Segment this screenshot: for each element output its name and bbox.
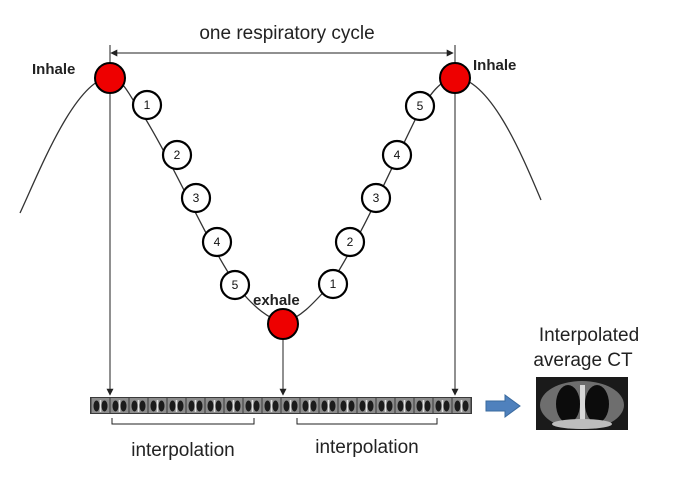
svg-text:2: 2	[347, 235, 354, 249]
slice-thumbnail	[281, 398, 300, 413]
phase-circle: 1	[131, 89, 163, 121]
result-label-line1: Interpolated	[539, 325, 639, 346]
svg-text:2: 2	[174, 148, 181, 162]
slice-thumbnail	[243, 398, 262, 413]
phase-circle: 2	[161, 139, 193, 171]
svg-text:5: 5	[417, 99, 424, 113]
inhale-left-point	[94, 62, 126, 94]
phase-circle: 3	[180, 182, 212, 214]
svg-text:3: 3	[373, 191, 380, 205]
cycle-label: one respiratory cycle	[199, 23, 374, 44]
svg-text:5: 5	[232, 278, 239, 292]
slice-thumbnail	[262, 398, 281, 413]
breathing-curve	[19, 76, 542, 324]
slice-thumbnail	[395, 398, 414, 413]
phase-circle: 2	[334, 226, 366, 258]
slice-thumbnail	[414, 398, 433, 413]
svg-text:3: 3	[193, 191, 200, 205]
ct-coronal-thumbnail	[536, 377, 628, 430]
svg-text:4: 4	[214, 235, 221, 249]
result-label-line2: average CT	[533, 350, 633, 371]
slice-thumbnail	[110, 398, 129, 413]
slice-thumbnail	[91, 398, 110, 413]
phase-circle: 5	[404, 90, 436, 122]
slice-thumbnail	[319, 398, 338, 413]
slice-thumbnail	[167, 398, 186, 413]
slice-thumbnail	[224, 398, 243, 413]
svg-text:4: 4	[394, 148, 401, 162]
slice-strip	[90, 397, 472, 414]
interpolation-label-left: interpolation	[131, 440, 235, 461]
slice-thumbnail	[300, 398, 319, 413]
arrow-right-icon	[485, 394, 521, 418]
slice-thumbnail	[357, 398, 376, 413]
slice-thumbnail	[433, 398, 452, 413]
inhale-label-left: Inhale	[32, 61, 75, 78]
slice-thumbnail	[129, 398, 148, 413]
interpolation-bracket-left	[111, 418, 255, 425]
phase-circle: 3	[360, 182, 392, 214]
phase-circle: 5	[219, 269, 251, 301]
exhale-point	[267, 308, 299, 340]
phase-circle: 1	[317, 268, 349, 300]
phase-circle: 4	[201, 226, 233, 258]
slice-thumbnail	[338, 398, 357, 413]
svg-text:1: 1	[330, 277, 337, 291]
slice-thumbnail	[205, 398, 224, 413]
phase-circle: 4	[381, 139, 413, 171]
interpolation-label-right: interpolation	[315, 437, 419, 458]
exhale-label: exhale	[253, 292, 300, 309]
slice-thumbnail	[148, 398, 167, 413]
slice-thumbnail	[376, 398, 395, 413]
slice-thumbnail	[452, 398, 471, 413]
svg-text:1: 1	[144, 98, 151, 112]
interpolation-bracket-right	[296, 418, 438, 425]
inhale-label-right: Inhale	[473, 57, 516, 74]
inhale-right-point	[439, 62, 471, 94]
slice-thumbnail	[186, 398, 205, 413]
